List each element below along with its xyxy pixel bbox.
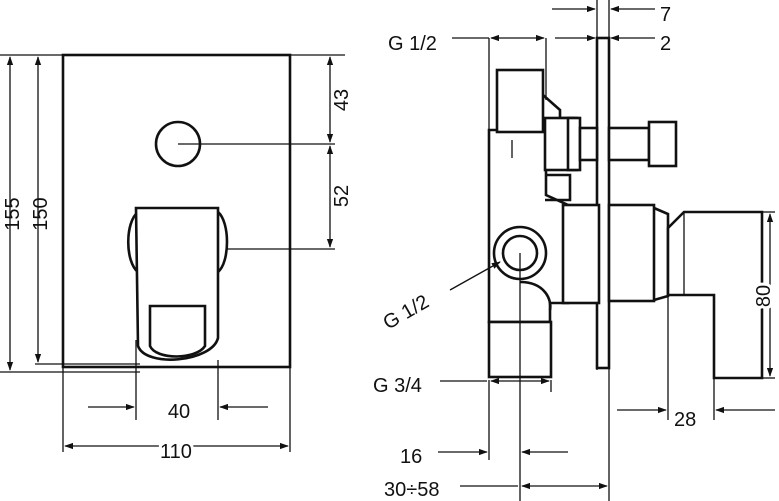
- dim-label-155: 155: [2, 197, 24, 230]
- dim-label-150: 150: [30, 197, 52, 230]
- dim-label-40: 40: [168, 401, 190, 423]
- lever-grip-inset: [148, 304, 207, 358]
- inlet-connector: [542, 94, 575, 120]
- spindle-flange: [545, 173, 572, 202]
- dim-label-3058: 30÷58: [384, 479, 439, 501]
- leader-g12-round: [449, 261, 501, 291]
- mixer-lever: [134, 206, 220, 361]
- dim-label-7: 7: [660, 4, 671, 26]
- cartridge-taper: [653, 206, 670, 302]
- diverter-spindle-nut: [566, 116, 582, 172]
- dim-label-g12-round: G 1/2: [380, 291, 433, 335]
- inlet-pipe-top: [495, 68, 545, 134]
- diverter-knob-stem: [607, 126, 651, 162]
- front-view: 155 150 43 52 40 110: [0, 53, 353, 466]
- side-lever: [666, 210, 764, 380]
- lever-base-ring: [127, 210, 229, 274]
- dim-label-80: 80: [753, 285, 775, 307]
- side-view: 7 2 G 1/2 G 1/2 G 3/4 80 28 16 30÷58: [373, 0, 778, 501]
- dim-label-110: 110: [160, 441, 192, 463]
- diverter-knob-cap: [647, 120, 678, 168]
- dim-label-28: 28: [674, 409, 696, 431]
- dim-label-52: 52: [331, 185, 353, 207]
- dim-label-2: 2: [660, 33, 671, 55]
- body-curve: [519, 280, 552, 311]
- dim-label-g34: G 3/4: [373, 375, 422, 397]
- dim-label-16: 16: [400, 446, 422, 468]
- cartridge-ring: [607, 203, 656, 303]
- cartridge-housing: [561, 203, 601, 305]
- front-cover-plate: [61, 53, 292, 369]
- diverter-spindle-rod: [578, 126, 599, 162]
- wall-plate: [595, 36, 611, 370]
- dim-label-43: 43: [331, 89, 353, 111]
- dim-label-g12-top: G 1/2: [388, 33, 437, 55]
